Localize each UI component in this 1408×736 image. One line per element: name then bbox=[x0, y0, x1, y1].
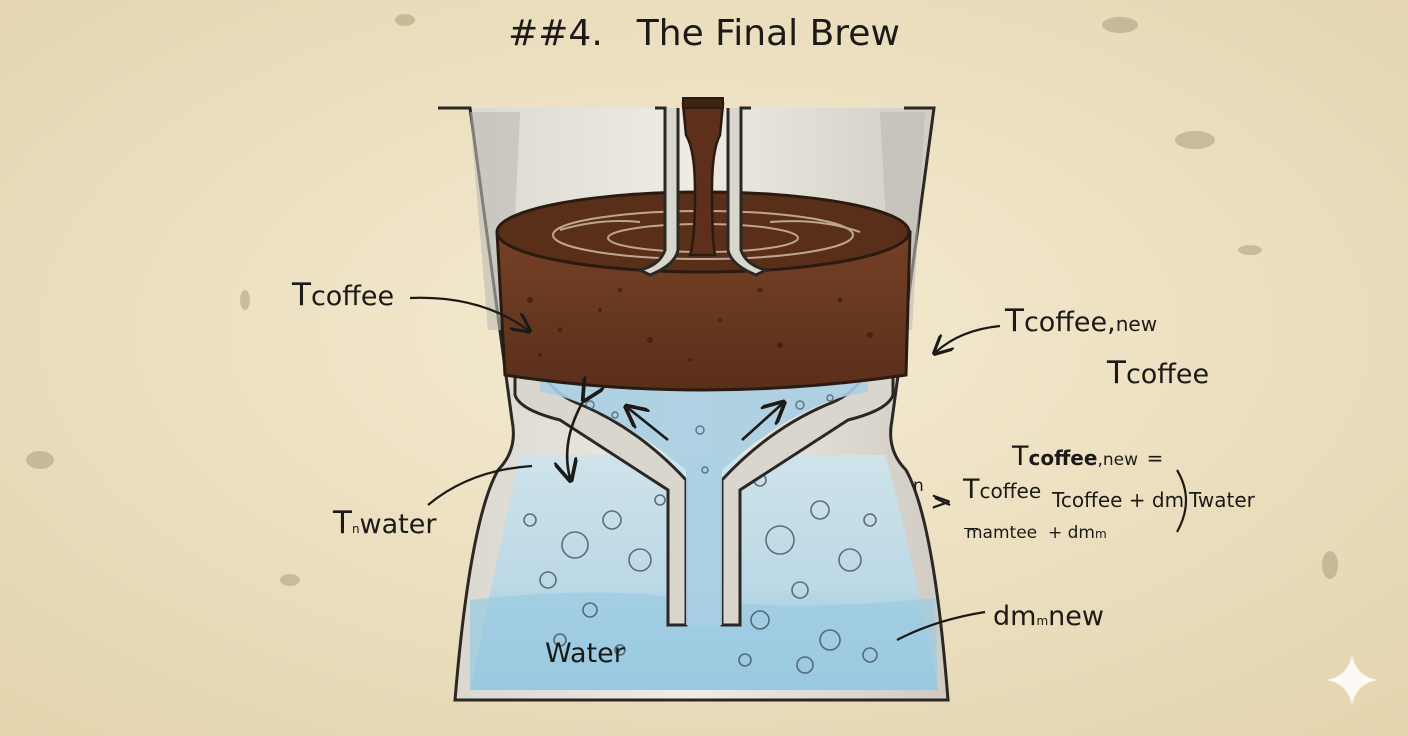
equation-lhs: Tcoffee,new = bbox=[1012, 441, 1164, 472]
sparkle-icon bbox=[1327, 655, 1377, 705]
label-water: Water bbox=[545, 638, 625, 669]
label-t-coffee-right: Tcoffee bbox=[1107, 355, 1210, 391]
flow-arrows bbox=[567, 398, 782, 478]
equation-term-2: Tcoffee + dm bbox=[1052, 488, 1185, 512]
label-t-coffee-new-right: Tcoffee,new bbox=[1005, 303, 1158, 339]
label-dm-new: dmmnew bbox=[993, 601, 1104, 632]
leader-lines bbox=[409, 296, 1187, 641]
equation-term-3: Twater bbox=[1189, 488, 1255, 512]
equation-term-1: Tcoffee bbox=[963, 474, 1042, 505]
page-title: ##4. The Final Brew bbox=[0, 16, 1408, 52]
title-number: ##4. bbox=[508, 13, 603, 54]
equation-denominator: mamtee + dmm bbox=[966, 523, 1107, 543]
equation-n-mark: n bbox=[913, 476, 924, 496]
equation-gt: > bbox=[930, 486, 953, 517]
title-text: The Final Brew bbox=[636, 13, 900, 54]
paper-stains bbox=[26, 14, 1338, 586]
bubbles bbox=[523, 473, 878, 674]
coffee-pour-stream bbox=[681, 102, 725, 257]
label-t-water-left: Tnwater bbox=[333, 505, 437, 541]
rising-water bbox=[540, 380, 868, 625]
label-t-coffee-left: Tcoffee bbox=[292, 277, 395, 313]
equation-fraction-bar bbox=[964, 528, 978, 530]
